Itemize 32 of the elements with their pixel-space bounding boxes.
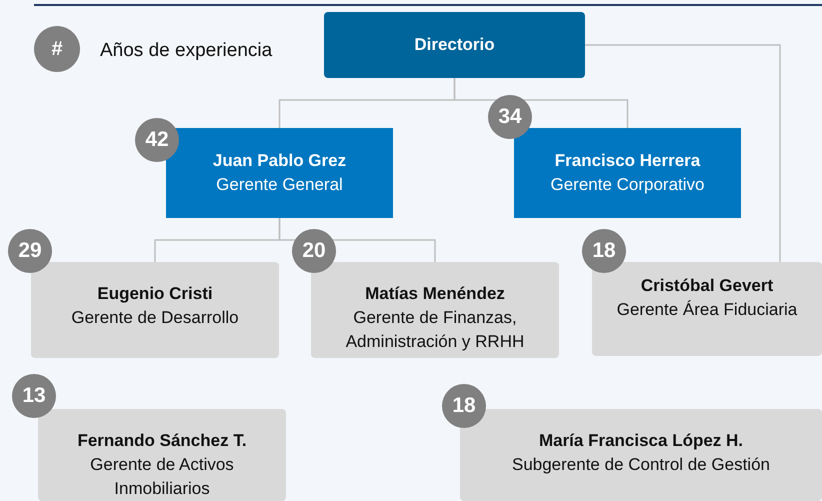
years-badge: 18 (442, 384, 486, 428)
years-badge: 29 (8, 229, 52, 273)
role-text: Gerente Área Fiduciaria (616, 299, 798, 321)
years-badge: 13 (12, 374, 56, 418)
years-badge: 20 (292, 229, 336, 273)
legend-text: Años de experiencia (100, 39, 272, 63)
role-text: Subgerente de Control de Gestión (512, 454, 770, 476)
name-text: Eugenio Cristi (97, 283, 213, 305)
years-badge: 42 (135, 118, 179, 162)
board-box (324, 12, 585, 78)
role-text: Gerente de Desarrollo (71, 307, 239, 329)
position-box (31, 262, 279, 358)
role-text: Gerente de Activos Inmobiliarios (89, 454, 235, 500)
position-box (166, 128, 393, 218)
legend-symbol: # (50, 37, 64, 62)
name-text: Directorio (414, 34, 495, 56)
name-text: María Francisca López H. (538, 430, 744, 452)
role-text: Gerente Corporativo (550, 174, 705, 196)
years-badge: 18 (582, 229, 626, 273)
role-text: Gerente General (216, 174, 343, 196)
name-text: Cristóbal Gevert (640, 275, 774, 297)
connector-line (585, 44, 781, 262)
position-box (311, 262, 559, 358)
position-box (514, 128, 741, 218)
years-badge: 34 (488, 95, 532, 139)
name-text: Juan Pablo Grez (212, 150, 346, 172)
position-box (38, 409, 286, 501)
name-text: Matías Menéndez (365, 283, 505, 305)
name-text: Fernando Sánchez T. (77, 430, 247, 452)
role-text: Gerente de Finanzas, Administración y RRHH (344, 307, 526, 353)
name-text: Francisco Herrera (554, 150, 700, 172)
position-box (592, 262, 822, 356)
